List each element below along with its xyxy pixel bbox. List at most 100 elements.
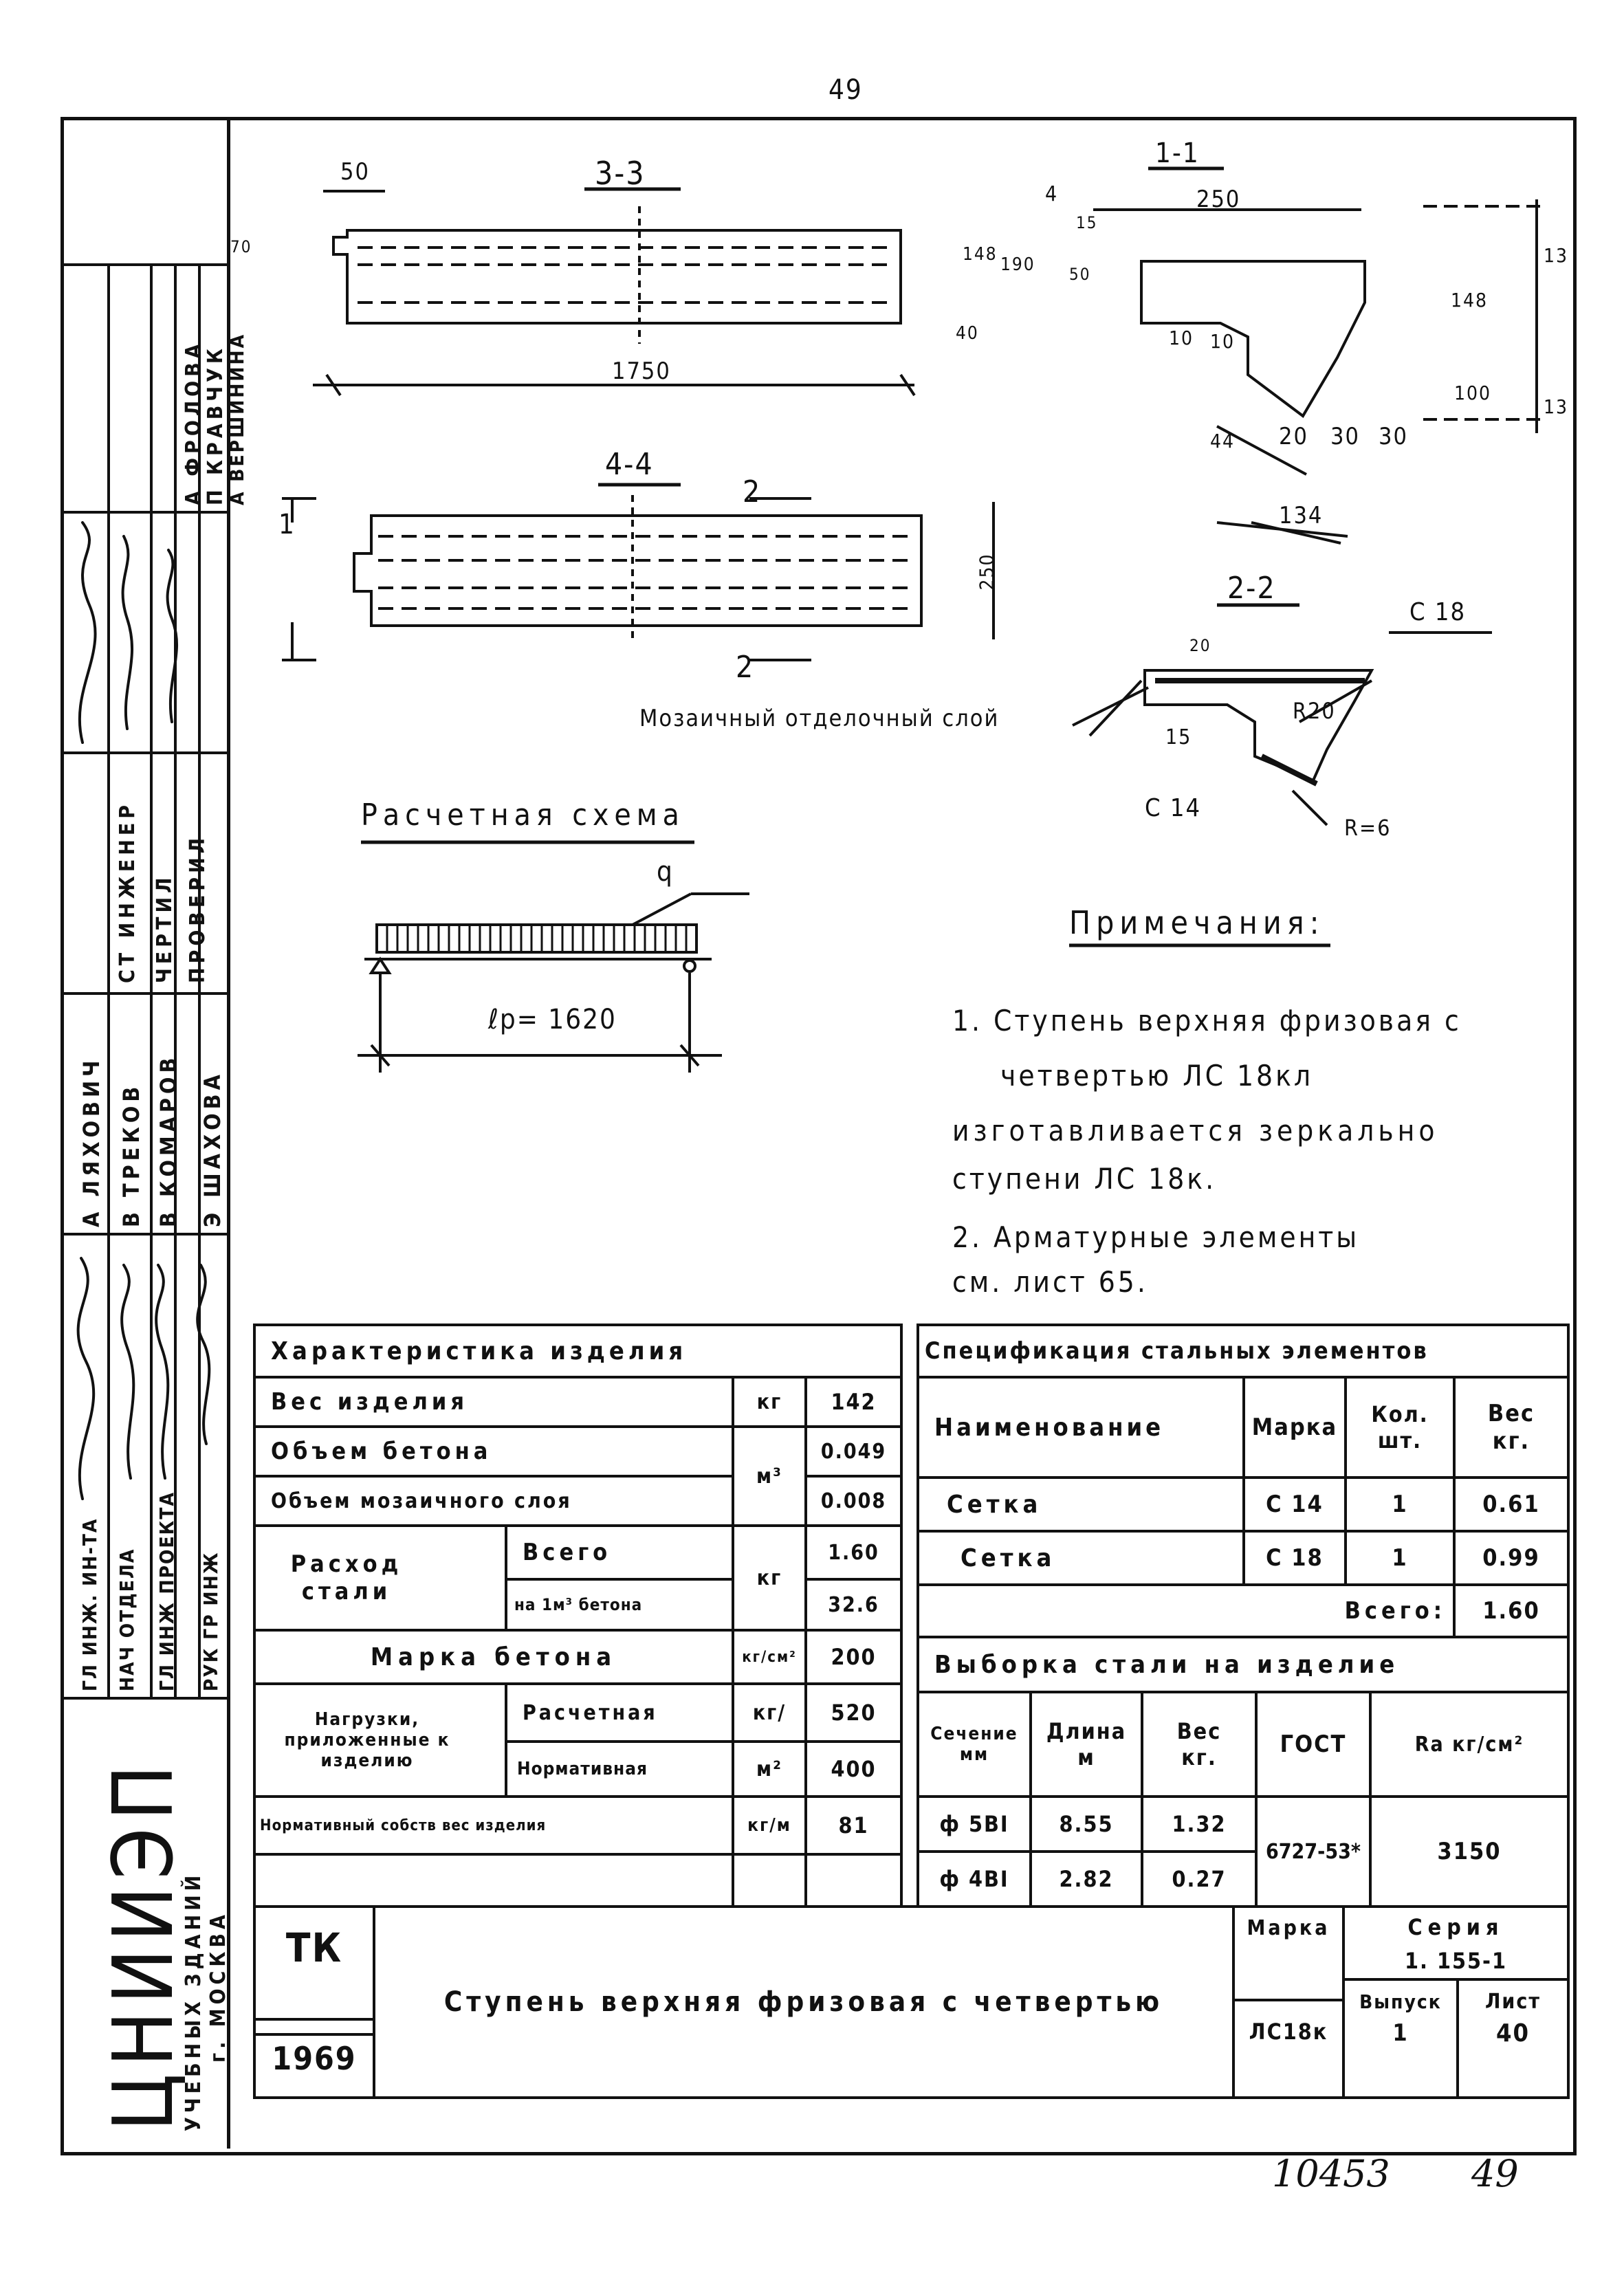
dim-50: 50 [340,158,370,186]
section-22-title: 2-2 [1227,571,1276,606]
dim-1750: 1750 [612,358,671,385]
steel-row1-dlina: 8.55 [1029,1795,1143,1853]
sheet-frame [61,117,1577,2155]
section-44-outline [353,514,923,627]
title-seria: 1. 155-1 [1342,1944,1570,1981]
char-row-ves-value: 142 [804,1376,903,1428]
char-row-empty-unit [732,1853,807,1908]
dim-11-10a: 10 [1169,327,1194,349]
spec-header-ves: Вес кг. [1453,1376,1570,1479]
spec-row1-ves: 0.61 [1453,1476,1570,1533]
char-row-obem-name: Объем бетона [253,1425,734,1478]
label-c14: С 14 [1145,794,1202,822]
dim-11-13a: 13 [1544,244,1569,267]
dim-11-250: 250 [1196,186,1241,213]
steel-header-sechenie: Сечение мм [917,1691,1032,1798]
char-row-obem-value: 0.049 [804,1425,903,1478]
char-row-ves-name: Вес изделия [253,1376,734,1428]
spec-row1-kol: 1 [1344,1476,1456,1533]
dim-11-30a: 30 [1330,423,1360,450]
dim-44-2a: 2 [743,474,762,509]
title-tk: ТК [253,1905,375,2036]
char-row-stal-sub1: Всего [505,1524,734,1581]
bottom-number-inv: 10453 [1272,2152,1390,2195]
char-row-normves-value: 81 [804,1795,903,1856]
spec-row2-kol: 1 [1344,1530,1456,1586]
steel-row1-sech: ф 5ВI [917,1795,1032,1853]
dim-11-100: 100 [1454,382,1492,404]
char-row-nagruzki-value2: 400 [804,1740,903,1798]
steel-row2-dlina: 2.82 [1029,1850,1143,1908]
dim-44-1: 1 [278,509,296,540]
steel-header-ves: Вес кг. [1141,1691,1258,1798]
scheme-span: ℓр= 1620 [488,1004,617,1035]
spec-row2-name: Сетка [917,1530,1245,1586]
dim-11-4: 4 [1045,182,1059,206]
title-list: 40 [1456,2019,1570,2099]
label-c18: С 18 [1409,598,1467,626]
char-row-stal-name: Расход стали [253,1524,507,1632]
dim-22-15: 15 [1165,725,1192,749]
char-row-normves-name: Нормативный собств вес изделия [253,1795,734,1856]
section-11-title: 1-1 [1155,138,1200,169]
signature-frolova [78,521,97,744]
note-line-6: см. лист 65. [952,1265,1148,1299]
note-line-2: четвертью ЛС 18кл [1000,1059,1314,1092]
note-line-1: 1. Ступень верхняя фризовая с [952,1004,1462,1037]
steel-table-title: Выборка стали на изделие [917,1636,1570,1693]
scheme-title: Расчетная схема [361,798,685,833]
drawing-frame [227,117,1573,2149]
steel-row2-ves: 0.27 [1141,1850,1258,1908]
spec-table-title: Спецификация стальных элементов [917,1324,1570,1379]
char-row-nagruzki-sub2: Нормативная [505,1740,734,1798]
page-number-top: 49 [829,74,863,106]
spec-row1-marka: С 14 [1242,1476,1347,1533]
section-44-title: 4-4 [605,447,654,482]
dim-11-134: 134 [1279,502,1324,529]
char-table-title: Характеристика изделия [253,1324,903,1379]
title-seria-label: Серия [1342,1905,1570,1946]
dim-11-148: 148 [1451,289,1489,311]
dim-11-30b: 30 [1379,423,1408,450]
notes-title: Примечания: [1069,904,1325,941]
steel-row2-sech: ф 4ВI [917,1850,1032,1908]
dim-70: 70 [230,237,252,256]
dim-22-20: 20 [1189,636,1211,655]
section-33-title: 3-3 [595,155,646,192]
char-row-marka-unit: кг/см² [732,1629,807,1685]
char-row-empty-value [804,1853,903,1908]
char-row-empty [253,1853,734,1908]
char-row-nagruzki-name: Нагрузки, приложенные к изделию [253,1682,507,1798]
char-row-stal-value2: 32.6 [804,1578,903,1632]
dim-11-50: 50 [1069,265,1091,284]
spec-header-marka: Марка [1242,1376,1347,1479]
dim-190: 190 [1000,254,1035,275]
title-marka: ЛС18к [1232,1966,1345,2099]
char-row-marka-value: 200 [804,1629,903,1685]
dim-11-44: 44 [1210,430,1236,452]
note-line-5: 2. Арматурные элементы [952,1220,1360,1254]
mosaic-label: Мозаичный отделочный слой [639,705,1000,732]
steel-header-dlina: Длина м [1029,1691,1143,1798]
dim-11-13b: 13 [1544,395,1569,418]
title-year: 1969 [253,2018,375,2099]
spec-header-kol: Кол. шт. [1344,1376,1456,1479]
spec-header-name: Наименование [917,1376,1245,1479]
steel-header-gost: ГОСТ [1255,1691,1372,1798]
title-vypusk-label: Выпуск [1342,1978,1459,2022]
char-row-nagruzki-value1: 520 [804,1682,903,1743]
char-row-nagruzki-unit1: кг/ [732,1682,807,1743]
dim-44-2b: 2 [736,650,755,685]
bottom-number-page: 49 [1471,2152,1519,2195]
char-row-stal-value1: 1.60 [804,1524,903,1581]
dim-11-15: 15 [1076,213,1098,232]
signature-lyahovich [76,1257,96,1500]
dim-22-r6: R=6 [1344,815,1392,841]
dim-148: 148 [963,244,998,265]
title-vypusk: 1 [1342,2019,1459,2099]
steel-gost: 6727-53* [1255,1795,1372,1908]
dim-44-250: 250 [975,553,998,591]
char-row-obem-unit: м³ [732,1425,807,1527]
